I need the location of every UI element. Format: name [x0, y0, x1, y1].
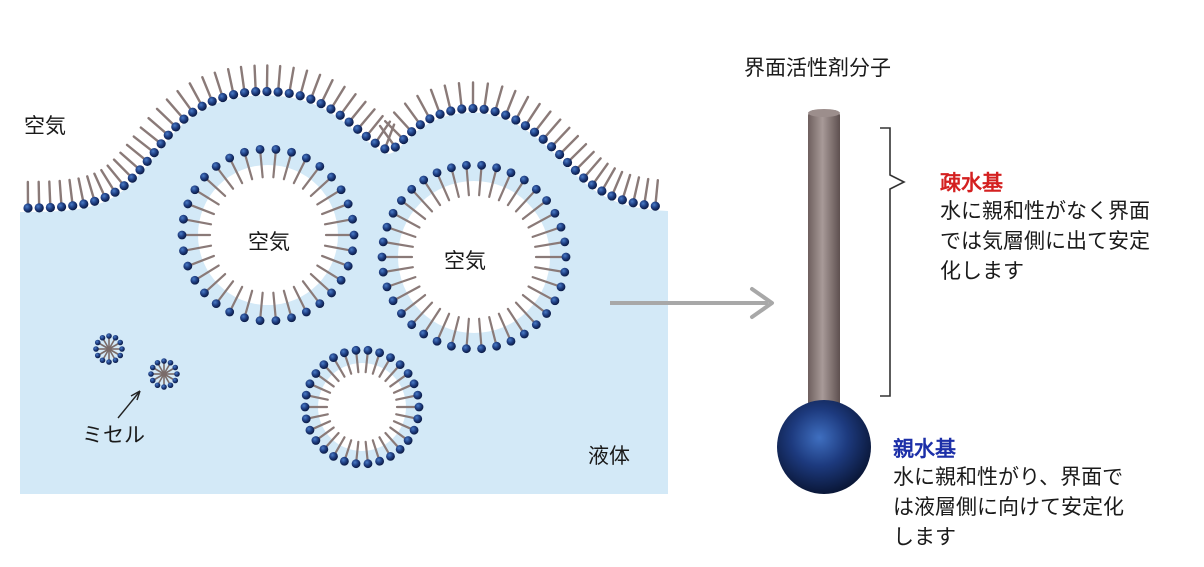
liquid-label: 液体 — [588, 444, 630, 468]
hydrophilic-head — [777, 400, 871, 494]
hydrophobic-line-1: 水に親和性がなく界面 — [940, 199, 1150, 223]
molecule-title: 界面活性剤分子 — [744, 56, 891, 80]
surfactant-molecule — [777, 109, 871, 494]
tail-bracket — [880, 127, 906, 397]
micelle-2 — [148, 358, 180, 390]
surface-monolayer — [23, 64, 660, 213]
hydrophilic-line-3: します — [893, 525, 956, 549]
air-bubble-2 — [377, 160, 571, 354]
micelle-1 — [93, 333, 125, 365]
hydrophobic-tail — [808, 110, 840, 415]
air-label-bubble-1: 空気 — [248, 230, 290, 254]
pointer-arrow — [610, 287, 774, 319]
hydrophobic-line-3: 化します — [940, 259, 1024, 283]
micelle-label: ミセル — [82, 423, 145, 447]
hydrophilic-heading: 親水基 — [893, 437, 956, 461]
liquid-region — [20, 95, 668, 495]
hydrophilic-line-1: 水に親和性がり、界面で — [893, 465, 1124, 489]
air-bubble-1 — [177, 144, 359, 326]
hydrophilic-line-2: は液層側に向けて安定化 — [893, 495, 1124, 519]
hydrophobic-text: 疎水基 水に親和性がなく界面 では気層側に出て安定 化します — [940, 170, 1200, 286]
micelle-pointer-arrow — [117, 390, 141, 419]
air-label-bubble-2: 空気 — [444, 249, 486, 273]
vesicle-micelle — [300, 345, 424, 469]
hydrophilic-text: 親水基 水に親和性がり、界面で は液層側に向けて安定化 します — [893, 436, 1198, 552]
air-label-top: 空気 — [24, 114, 66, 138]
hydrophobic-heading: 疎水基 — [940, 171, 1003, 195]
hydrophobic-line-2: では気層側に出て安定 — [940, 229, 1150, 253]
